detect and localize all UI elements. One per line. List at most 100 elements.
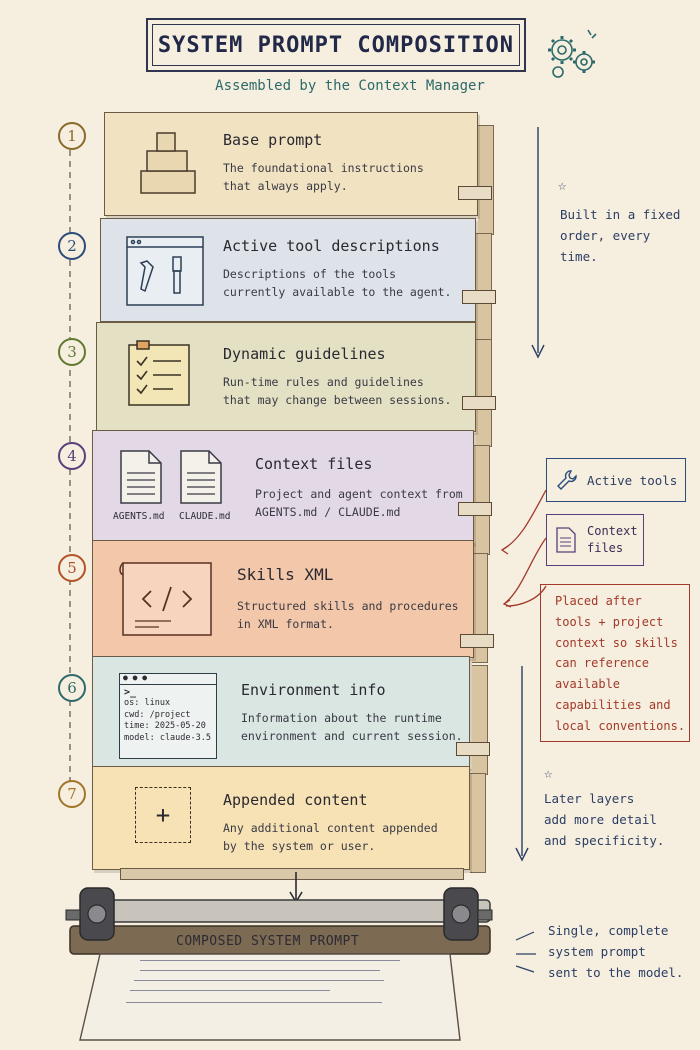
binder-clip (456, 742, 490, 756)
page-title: SYSTEM PROMPT COMPOSITION (157, 32, 515, 58)
file-icon (180, 450, 222, 504)
add-placeholder-icon: + (135, 787, 191, 843)
order-note: Built in a fixed order, every time. (560, 204, 680, 267)
note-line: and specificity. (544, 833, 665, 848)
layer-base-prompt: Base prompt The foundational instruction… (104, 112, 478, 216)
spine-tab (470, 773, 486, 873)
terminal-line: os: linux (124, 698, 171, 708)
layer-title: Active tool descriptions (223, 237, 440, 255)
layer-description-line: AGENTS.md / CLAUDE.md (255, 505, 401, 519)
terminal-line: model: claude-3.5 (124, 732, 211, 743)
layer-description-line: in XML format. (237, 617, 334, 631)
later-arrow (515, 666, 529, 862)
later-note: Later layers add more detail and specifi… (544, 788, 664, 851)
note-line: capabilities and (555, 697, 671, 712)
document-icon (556, 527, 576, 553)
note-line: Built in a fixed (560, 207, 681, 222)
layer-number-text: 6 (67, 679, 77, 697)
layer-skills-xml: Skills XML Structured skills and procedu… (92, 540, 474, 658)
terminal-output: os: linux cwd: /project time: 2025-05-20… (120, 698, 216, 744)
layer-description-line: currently available to the agent. (223, 285, 452, 299)
star-icon: ☆ (544, 766, 553, 782)
binder-clip (462, 396, 496, 410)
layer-description-line: Descriptions of the tools (223, 267, 397, 281)
terminal-prompt: >_ (124, 687, 137, 698)
layer-number-text: 2 (67, 237, 77, 255)
roller-printer-icon (65, 887, 493, 1041)
callout-label: Active tools (587, 472, 678, 488)
layer-description: Run-time rules and guidelines that may c… (223, 373, 451, 409)
layer-context-files: AGENTS.md CLAUDE.md Context files Projec… (92, 430, 474, 544)
note-line: can reference (555, 656, 649, 671)
page-subtitle: Assembled by the Context Manager (215, 78, 485, 94)
layer-description-line: Run-time rules and guidelines (223, 375, 424, 389)
layer-number-text: 5 (67, 559, 77, 577)
layer-description-line: that may change between sessions. (223, 393, 452, 407)
binder-clip (460, 634, 494, 648)
layer-number-4: 4 (58, 442, 86, 470)
binder-clip (462, 290, 496, 304)
note-line: local conventions. (555, 718, 686, 733)
layer-description-line: that always apply. (223, 179, 348, 193)
layer-description-line: by the system or user. (223, 839, 376, 853)
spine-tab (472, 665, 488, 775)
binder-clip (458, 502, 492, 516)
layer-number-3: 3 (58, 338, 86, 366)
note-line: context so skills (555, 635, 678, 650)
placement-note: Placed after tools + project context so … (541, 585, 689, 737)
layer-description-line: Project and agent context from (255, 487, 463, 501)
layer-description: Descriptions of the tools currently avai… (223, 265, 451, 301)
gears-icon (548, 29, 597, 78)
note-line: available (555, 677, 621, 692)
checklist-icon (128, 340, 190, 406)
layer-active-tool-descriptions: Active tool descriptions Descriptions of… (100, 218, 476, 322)
terminal-line: cwd: /project (124, 709, 191, 720)
layer-description-line: Structured skills and procedures (237, 599, 459, 613)
layer-title: Context files (255, 455, 373, 473)
terminal-line: time: 2025-05-20 (124, 721, 206, 731)
layer-description-line: Any additional content appended (223, 821, 438, 835)
layer-number-text: 1 (67, 127, 77, 145)
callout-label-line: files (587, 541, 624, 555)
callout-label: Context files (587, 523, 638, 557)
layer-description: Any additional content appended by the s… (223, 819, 438, 855)
active-tools-callout: Active tools (546, 458, 686, 502)
layer-number-text: 3 (67, 343, 77, 361)
file-icon (120, 450, 162, 504)
blocks-icon (140, 132, 196, 194)
layer-description: Information about the runtime environmen… (241, 709, 463, 745)
binder-spine (470, 125, 500, 875)
composed-prompt-label: COMPOSED SYSTEM PROMPT (176, 934, 360, 949)
spine-tab (476, 339, 492, 447)
paper-text-line (130, 990, 330, 991)
note-line: tools + project (555, 614, 664, 629)
layer-description: Structured skills and procedures in XML … (237, 597, 459, 633)
output-note: Single, complete system prompt sent to t… (548, 920, 683, 983)
layer-description: The foundational instructions that alway… (223, 159, 424, 195)
placement-callout: Placed after tools + project context so … (540, 584, 690, 742)
layer-description-line: The foundational instructions (223, 161, 424, 175)
layer-title: Dynamic guidelines (223, 345, 386, 363)
layer-title: Environment info (241, 681, 386, 699)
binder-clip (458, 186, 492, 200)
stack-base (120, 868, 464, 880)
callout-label-line: Context (587, 524, 638, 538)
paper-text-line (140, 970, 380, 971)
layer-title: Skills XML (237, 565, 334, 584)
layer-number-1: 1 (58, 122, 86, 150)
note-line: Placed after (555, 594, 642, 608)
layer-description-line: Information about the runtime (241, 711, 442, 725)
layer-number-text: 4 (67, 447, 77, 465)
layer-appended-content: + Appended content Any additional conten… (92, 766, 470, 870)
layer-dynamic-guidelines: Dynamic guidelines Run-time rules and gu… (96, 322, 476, 432)
layer-number-text: 7 (67, 785, 77, 803)
terminal-titlebar: ● ● ● (120, 674, 216, 685)
layer-environment-info: ● ● ● >_ os: linux cwd: /project time: 2… (92, 656, 470, 768)
layer-number-5: 5 (58, 554, 86, 582)
spine-tab (474, 445, 490, 555)
layer-title: Base prompt (223, 131, 323, 149)
title-frame: SYSTEM PROMPT COMPOSITION (146, 18, 526, 72)
note-line: Single, complete (548, 923, 669, 938)
paper-text-line (140, 960, 400, 961)
tools-window-icon (126, 236, 204, 306)
